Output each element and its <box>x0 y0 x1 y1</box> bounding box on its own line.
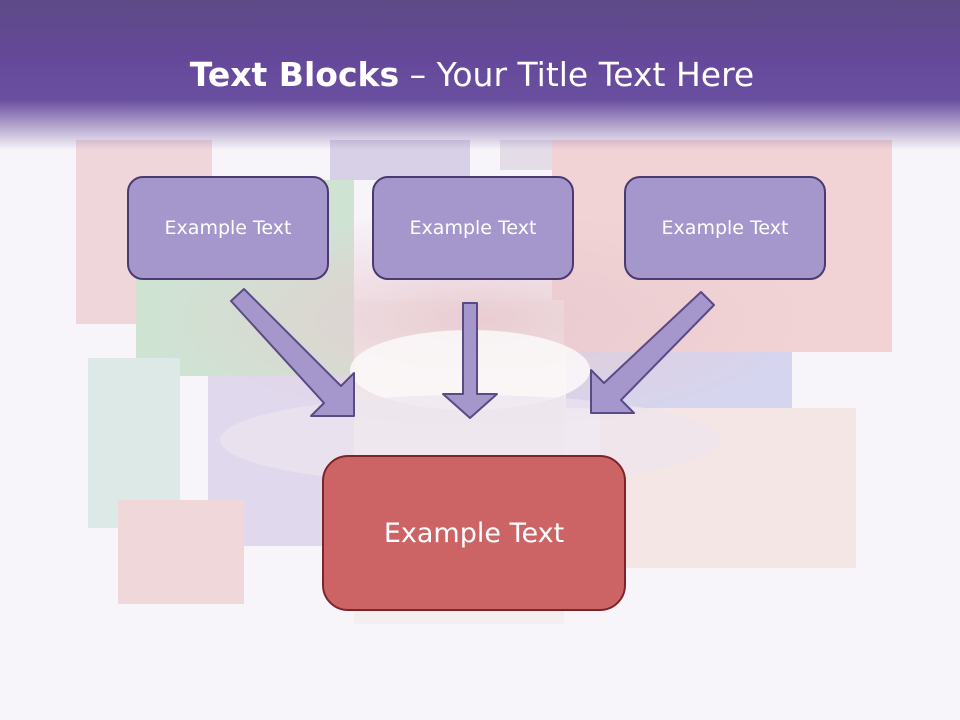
text-block-result-label: Example Text <box>383 517 565 549</box>
collage-tile <box>118 500 244 604</box>
arrow-right-to-center-icon <box>590 291 715 414</box>
title-rest-text: Your Title Text Here <box>436 55 755 94</box>
text-block-center-label: Example Text <box>409 217 537 239</box>
text-block-right: Example Text <box>624 176 826 280</box>
title-bar <box>0 0 960 150</box>
text-block-center: Example Text <box>372 176 574 280</box>
text-block-left-label: Example Text <box>164 217 292 239</box>
title-dash: – <box>399 55 437 94</box>
arrow-left-to-center-icon <box>230 288 355 417</box>
slide-title: Text Blocks – Your Title Text Here <box>0 52 944 98</box>
collage-tile <box>88 358 180 528</box>
text-block-result: Example Text <box>322 455 626 611</box>
arrow-down-icon <box>442 302 498 419</box>
title-bold-text: Text Blocks <box>189 55 400 94</box>
text-block-left: Example Text <box>127 176 329 280</box>
text-block-right-label: Example Text <box>661 217 789 239</box>
